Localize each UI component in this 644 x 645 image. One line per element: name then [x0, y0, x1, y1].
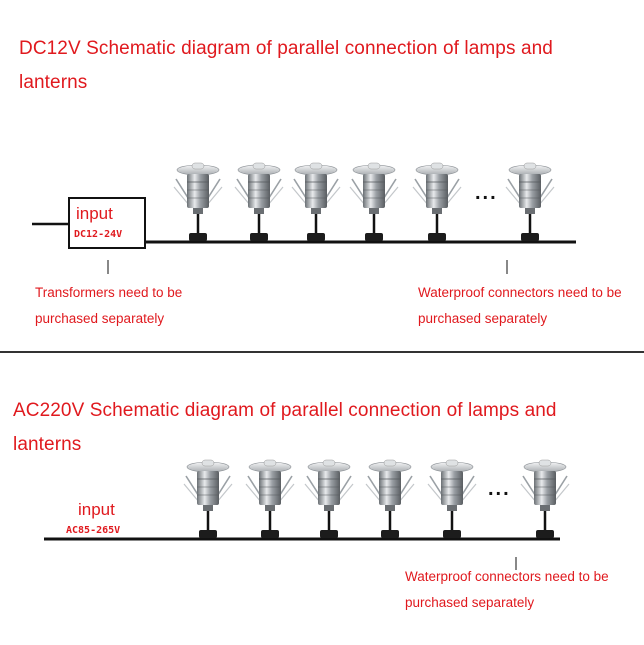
ac-input-range: AC85-265V — [66, 525, 121, 536]
note-connectors-2: Waterproof connectors need to be purchas… — [405, 569, 609, 610]
transformer-input-label: input — [76, 204, 113, 223]
section-divider — [0, 351, 644, 353]
ellipsis-1: ... — [475, 182, 498, 204]
transformer-box — [68, 197, 146, 249]
note-connectors-1: Waterproof connectors need to be purchas… — [418, 285, 622, 326]
dc-wiring — [32, 161, 576, 274]
ac-wiring — [44, 458, 571, 570]
note-transformers: Transformers need to be purchased separa… — [35, 285, 183, 326]
ellipsis-2: ... — [488, 478, 511, 500]
section1-title: DC12V Schematic diagram of parallel conn… — [19, 38, 553, 93]
ac-input-label: input — [78, 500, 115, 519]
section2-title: AC220V Schematic diagram of parallel con… — [13, 400, 557, 455]
transformer-input-range: DC12-24V — [74, 229, 123, 240]
